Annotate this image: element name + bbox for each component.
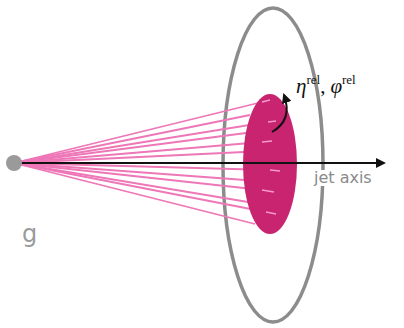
axis-label: jet axis [313, 170, 373, 186]
angle-arrow [272, 95, 287, 132]
track-ends [262, 100, 280, 214]
jet-axis-arrow [14, 162, 384, 164]
label-text: , [320, 74, 325, 98]
label-text: jet axis [314, 168, 372, 187]
label-text: η [296, 74, 306, 98]
label-text: rel [306, 72, 320, 87]
outer-cone-ring [223, 8, 323, 322]
coordinate-label: ηrel,φrel [296, 76, 356, 97]
gluon-label: g [22, 222, 37, 246]
label-text: rel [342, 72, 356, 87]
label-text: φ [330, 74, 342, 98]
label-text: g [22, 220, 37, 248]
gluon-dot [6, 155, 22, 171]
